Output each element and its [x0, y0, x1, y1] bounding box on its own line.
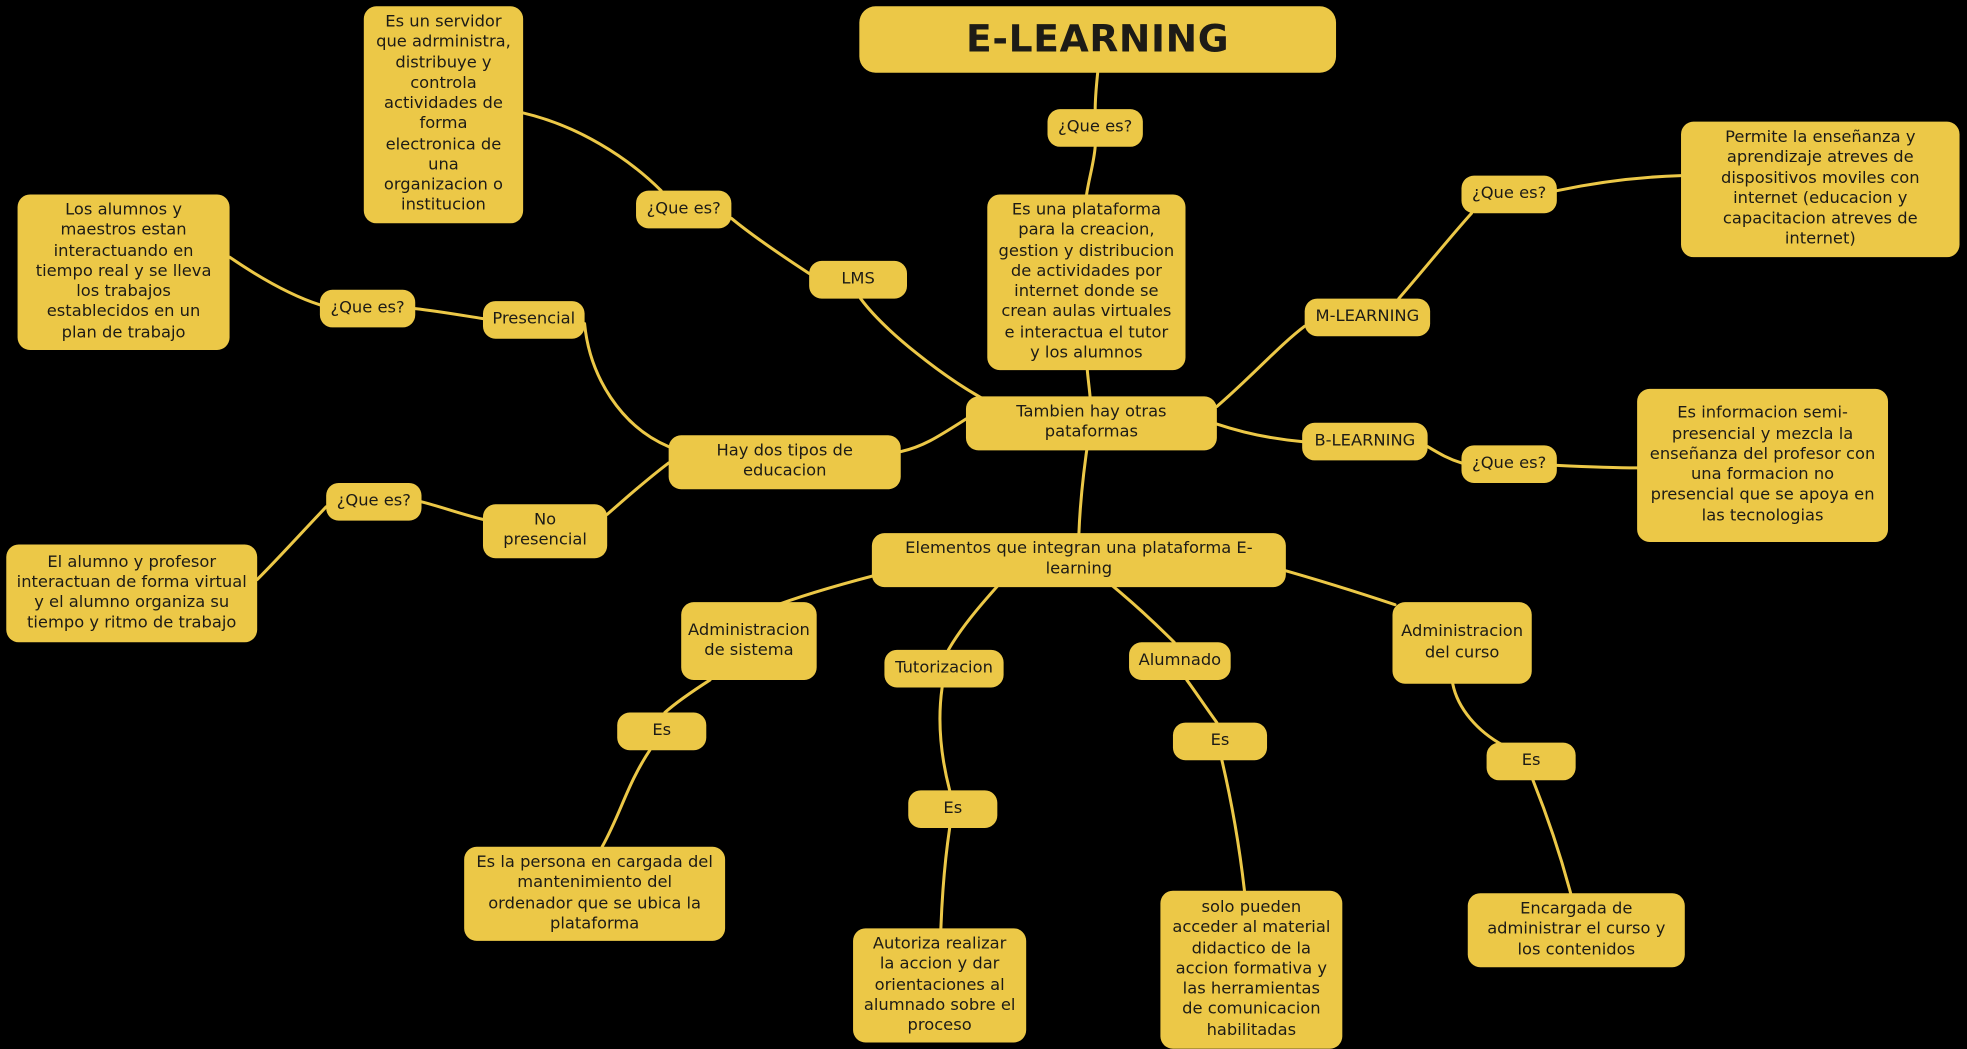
node-elearning-definition[interactable]: Es una plataforma para la creacion, gest… — [987, 194, 1186, 371]
connector — [1397, 211, 1474, 301]
connector — [255, 505, 328, 582]
node-b-learning[interactable]: B-LEARNING — [1302, 422, 1428, 461]
node-admin-curso-definition[interactable]: Encargada de administrar el curso y los … — [1467, 893, 1685, 967]
connector — [1531, 778, 1573, 895]
connector — [1215, 324, 1307, 408]
connector — [605, 461, 671, 516]
connector — [1084, 145, 1097, 198]
node-m-learning-definition[interactable]: Permite la enseñanza y aprendizaje atrev… — [1681, 121, 1960, 257]
connector — [938, 685, 952, 792]
node-tutorizacion-es[interactable]: Es — [908, 790, 998, 828]
connector — [1215, 422, 1304, 444]
node-alumnado[interactable]: Alumnado — [1129, 642, 1231, 680]
node-no-presencial-question[interactable]: ¿Que es? — [326, 482, 422, 521]
node-alumnado-definition[interactable]: solo pueden acceder al material didactic… — [1160, 890, 1343, 1049]
connector — [1185, 678, 1219, 725]
node-admin-curso[interactable]: Administracion del curso — [1392, 602, 1532, 684]
node-alumnado-es[interactable]: Es — [1172, 722, 1268, 761]
connector — [420, 500, 485, 521]
connector — [1220, 758, 1246, 893]
node-lms-definition[interactable]: Es un servidor que adrministra, distribu… — [363, 6, 524, 223]
node-presencial-question[interactable]: ¿Que es? — [319, 289, 416, 328]
node-lms-question[interactable]: ¿Que es? — [636, 190, 732, 229]
connector — [1426, 445, 1463, 465]
node-admin-sistema-es[interactable]: Es — [617, 712, 707, 751]
node-tutorizacion[interactable]: Tutorizacion — [884, 649, 1004, 688]
node-education-types[interactable]: Hay dos tipos de educacion — [668, 435, 901, 489]
node-elearning-title[interactable]: E-LEARNING — [859, 6, 1337, 73]
connector — [899, 417, 968, 454]
connector — [600, 748, 652, 849]
node-b-learning-question[interactable]: ¿Que es? — [1461, 445, 1557, 483]
connector — [1093, 71, 1100, 112]
connector — [1275, 566, 1397, 607]
connector — [1555, 174, 1683, 193]
connector — [521, 111, 663, 193]
connector — [583, 322, 671, 449]
connector — [663, 678, 712, 715]
node-tutorizacion-definition[interactable]: Autoriza realizar la accion y dar orient… — [853, 928, 1027, 1043]
node-m-learning[interactable]: M-LEARNING — [1304, 298, 1431, 337]
connector — [228, 255, 322, 307]
node-presencial[interactable]: Presencial — [482, 301, 585, 339]
node-admin-sistema-definition[interactable]: Es la persona en cargada del mantenimien… — [464, 846, 726, 941]
node-admin-sistema[interactable]: Administracion de sistema — [681, 602, 817, 680]
node-no-presencial[interactable]: No presencial — [482, 504, 608, 558]
connector — [729, 216, 811, 275]
node-other-platforms[interactable]: Tambien hay otras pataformas — [965, 396, 1217, 450]
connector — [859, 297, 983, 400]
connector — [1451, 682, 1505, 747]
node-lms[interactable]: LMS — [809, 260, 908, 299]
node-m-learning-question[interactable]: ¿Que es? — [1461, 175, 1557, 214]
connector — [1555, 463, 1639, 470]
node-root-question[interactable]: ¿Que es? — [1047, 109, 1143, 147]
connector — [1077, 433, 1091, 536]
node-platform-elements[interactable]: Elementos que integran una plataforma E-… — [871, 533, 1286, 587]
node-no-presencial-definition[interactable]: El alumno y profesor interactuan de form… — [6, 544, 258, 643]
connector — [939, 826, 952, 930]
node-b-learning-definition[interactable]: Es informacion semi-presencial y mezcla … — [1637, 388, 1889, 542]
connector — [413, 307, 485, 321]
node-presencial-definition[interactable]: Los alumnos y maestros estan interactuan… — [17, 194, 230, 350]
node-admin-curso-es[interactable]: Es — [1486, 742, 1576, 781]
